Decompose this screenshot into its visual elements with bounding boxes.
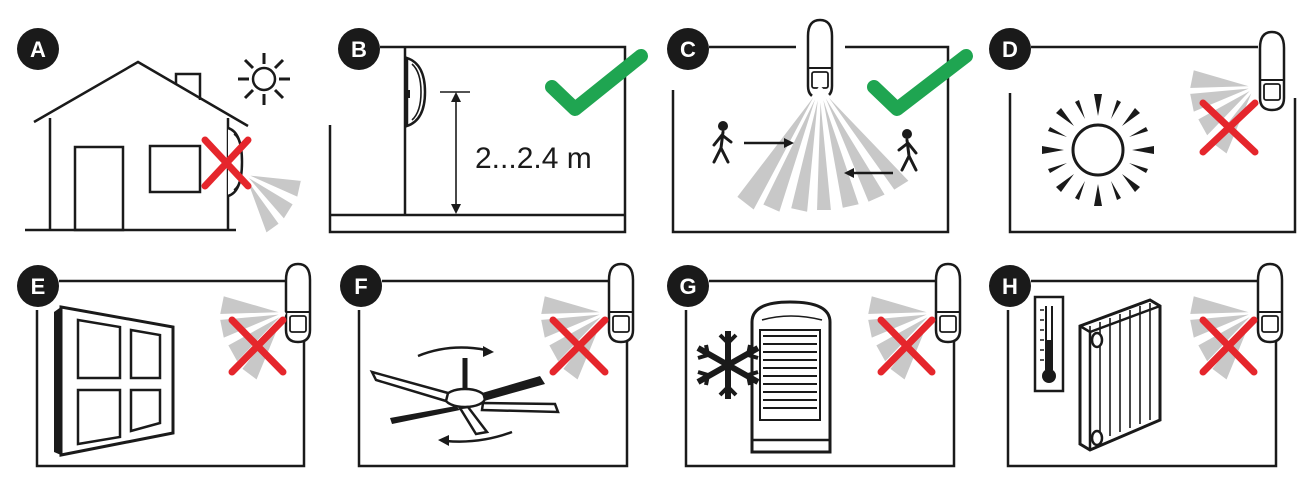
detection-beams-icon (243, 173, 304, 236)
sun-icon (1042, 94, 1154, 206)
panel-e: E (17, 262, 312, 468)
sensor-icon (1256, 262, 1284, 344)
panel-a-label: A (30, 37, 46, 62)
panel-h-label-badge: H (989, 265, 1031, 307)
panel-c-label: C (680, 37, 696, 62)
panel-c: C (667, 18, 973, 234)
rotation-arrow-bottom-icon (438, 430, 513, 446)
mounting-height-text: 2...2.4 m (475, 142, 592, 175)
air-conditioner-icon (750, 300, 832, 454)
sensor-icon (1258, 30, 1286, 112)
wrong-cross-icon (877, 316, 936, 376)
sensor-icon (934, 262, 962, 344)
panel-g-label: G (679, 274, 696, 299)
panel-g-label-badge: G (667, 265, 709, 307)
room-outline (671, 45, 950, 234)
sensor-icon (284, 262, 312, 344)
panel-h-label: H (1002, 274, 1018, 299)
panel-e-label-badge: E (17, 265, 59, 307)
rotation-arrow-top-icon (417, 346, 494, 358)
room-outline (1008, 45, 1297, 234)
panel-b-label-badge: B (338, 28, 380, 70)
sensor-icon (607, 262, 635, 344)
room-outline (328, 45, 627, 234)
thermometer-icon (1033, 295, 1065, 393)
panel-d-label-badge: D (989, 28, 1031, 70)
panel-a-label-badge: A (17, 28, 59, 70)
panel-b: B 2...2.4 m (328, 28, 648, 234)
wrong-cross-icon (1199, 99, 1259, 156)
arrow-left-icon (844, 168, 893, 178)
arrow-right-icon (744, 138, 794, 148)
panel-f: F (340, 262, 635, 468)
height-dimension-line (440, 91, 470, 214)
snowflake-icon (696, 331, 760, 399)
correct-check-icon (545, 49, 648, 116)
room-outline (35, 279, 306, 468)
walker-left-icon (712, 119, 733, 164)
wrong-cross-icon (549, 316, 609, 376)
wrong-cross-icon (228, 316, 287, 376)
sensor-icon (404, 56, 427, 128)
window-icon (54, 305, 175, 457)
walker-right-icon (897, 127, 918, 172)
room-outline (684, 279, 956, 468)
panel-c-label-badge: C (667, 28, 709, 70)
wrong-cross-icon (1199, 316, 1258, 376)
panel-h: H (989, 262, 1284, 468)
ceiling-fan-icon (369, 358, 560, 436)
panel-f-label: F (354, 274, 367, 299)
room-outline (357, 279, 629, 468)
room-outline (1006, 279, 1278, 468)
wrong-cross-icon (201, 136, 252, 190)
sun-icon (238, 53, 290, 105)
panel-d: D (989, 28, 1297, 234)
panel-e-label: E (31, 274, 46, 299)
radiator-icon (1078, 298, 1162, 452)
panel-f-label-badge: F (340, 265, 382, 307)
sensor-icon (806, 18, 834, 100)
panel-d-label: D (1002, 37, 1018, 62)
panel-a: A (17, 28, 304, 236)
correct-check-icon (867, 49, 973, 116)
panel-g: G (667, 262, 962, 468)
panel-b-label: B (351, 37, 367, 62)
